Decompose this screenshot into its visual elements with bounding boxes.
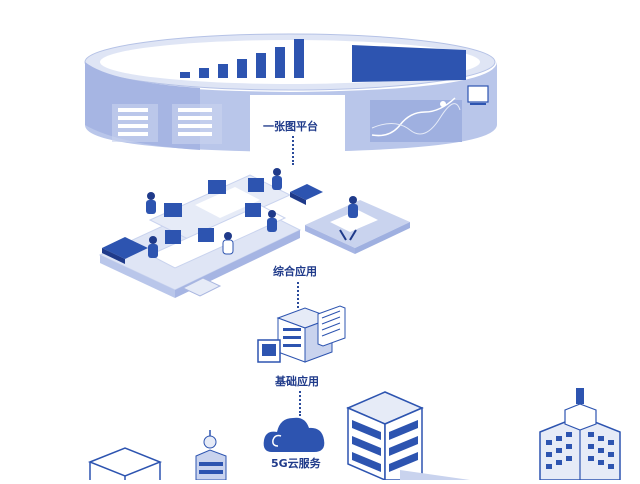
connector-1 (292, 133, 294, 165)
ring-bar-chart (180, 39, 304, 78)
ring-bar (237, 59, 247, 78)
ring-bar (180, 72, 190, 78)
ring-bar (218, 64, 228, 78)
ring-bar (199, 68, 209, 78)
platform-ring (84, 33, 497, 155)
ring-panel-right (370, 85, 489, 142)
cloud-icon (263, 417, 325, 452)
server-stack (257, 305, 346, 363)
label-cloud: 5G云服务 (268, 454, 324, 472)
connector-2 (297, 278, 299, 308)
label-basic: 基础应用 (272, 372, 322, 390)
office-platform (98, 168, 323, 298)
label-platform: 一张图平台 (260, 117, 321, 135)
connector-3 (299, 388, 301, 416)
bottom-infrastructure (87, 388, 621, 482)
monitor-icon (467, 85, 489, 103)
ring-bar (294, 39, 304, 78)
ring-bar (275, 47, 285, 78)
ring-panel-dark (352, 45, 466, 82)
remote-workstation (305, 196, 410, 254)
ring-bar (256, 53, 266, 78)
ring-panel-left (112, 104, 222, 144)
label-integrated: 综合应用 (270, 262, 320, 280)
